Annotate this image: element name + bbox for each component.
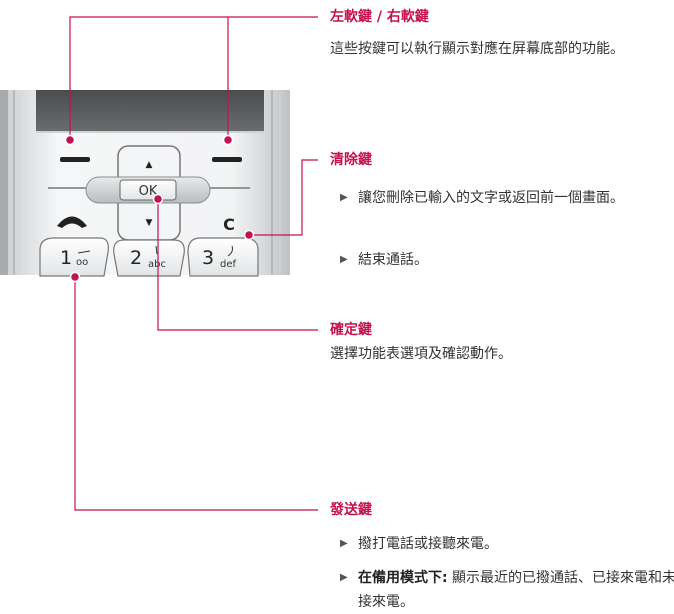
clear-key[interactable]: C	[223, 215, 235, 234]
navigation-pad[interactable]: OK ▲ ▼	[48, 145, 250, 241]
send-key-handset-icon[interactable]	[57, 216, 87, 229]
svg-text:def: def	[220, 259, 237, 270]
key-1[interactable]: 1 oo	[39, 237, 109, 277]
svg-text:2: 2	[130, 247, 142, 269]
ok-label: OK	[139, 184, 158, 199]
key-2[interactable]: 2 abc	[113, 239, 185, 277]
send-key-bullet-2: 在備用模式下: 顯示最近的已撥通話、已接來電和未接來電。	[340, 566, 674, 614]
soft-keys-description: 這些按鍵可以執行顯示對應在屏幕底部的功能。	[330, 41, 624, 57]
callout-lines	[69, 16, 318, 511]
soft-keys-title: 左軟鍵 / 右軟鍵	[330, 9, 429, 25]
ok-key-title: 確定鍵	[330, 322, 372, 338]
send-key-bullet-1: 撥打電話或接聽來電。	[340, 532, 674, 556]
standby-mode-text: 顯示最近的已撥通話、已接來電和未接來電。	[358, 570, 674, 610]
left-soft-key[interactable]	[60, 157, 90, 162]
svg-text:1: 1	[60, 247, 72, 269]
right-soft-key[interactable]	[212, 157, 242, 162]
key-3[interactable]: 3 def	[187, 237, 259, 277]
clear-key-bullet-1: 讓您刪除已輸入的文字或返回前一個畫面。	[340, 186, 658, 210]
ok-key-description: 選擇功能表選項及確認動作。	[330, 346, 512, 362]
down-arrow-icon[interactable]: ▼	[146, 218, 153, 228]
standby-mode-label: 在備用模式下:	[358, 570, 448, 586]
ok-key[interactable]	[119, 179, 177, 201]
svg-text:abc: abc	[148, 259, 166, 270]
callout-dots	[64, 134, 255, 283]
svg-text:3: 3	[202, 247, 214, 269]
send-key-title: 發送鍵	[330, 502, 372, 518]
voicemail-icon: oo	[76, 257, 88, 268]
clear-key-bullet-2: 結束通話。	[340, 248, 658, 272]
up-arrow-icon[interactable]: ▲	[146, 160, 153, 170]
clear-key-title: 清除鍵	[330, 152, 372, 168]
